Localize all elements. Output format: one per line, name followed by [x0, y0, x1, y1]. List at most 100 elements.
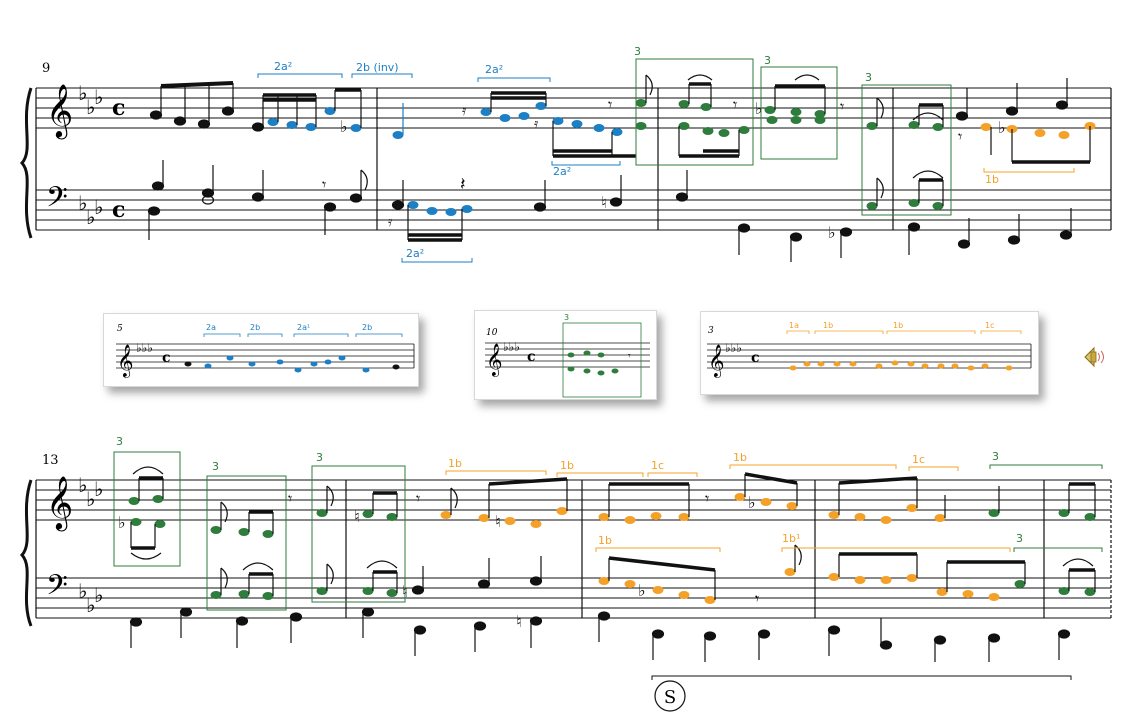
svg-text:♭: ♭: [94, 477, 103, 501]
label-3: 3: [865, 71, 872, 84]
svg-text:♭: ♭: [78, 81, 87, 105]
label-1b1: 1b¹: [782, 532, 800, 545]
speaker-icon[interactable]: [1082, 343, 1110, 371]
notes-m9-bass: 𝄾: [147, 160, 368, 240]
svg-text:♭: ♭: [748, 493, 756, 512]
bass-staff: [36, 577, 1111, 619]
notes-m9-treble: ♭: [149, 81, 362, 136]
motif-brackets: [113, 451, 1103, 680]
notes-m13: ♭ 𝄾: [118, 466, 334, 648]
svg-text:𝄾: 𝄾: [416, 489, 420, 508]
svg-text:𝄾: 𝄾: [733, 95, 737, 114]
excerpt-card-m5[interactable]: 5 𝄞 ♭♭♭ c 2a 2b 2a¹ 2b: [103, 313, 419, 387]
svg-text:♭: ♭: [78, 473, 87, 497]
svg-text:𝄞: 𝄞: [117, 344, 134, 378]
svg-text:♭: ♭: [998, 118, 1006, 137]
measure-number: 13: [42, 453, 59, 468]
label-3: 3: [992, 450, 999, 463]
svg-text:♭: ♭: [638, 581, 646, 600]
notes-m14: ♮ 𝄾 ♮ ♮ ♮: [354, 477, 568, 656]
svg-text:𝄾: 𝄾: [840, 97, 844, 116]
key-signature: ♭♭♭ ♭♭♭: [78, 81, 103, 229]
bass-clef: 𝄢: [46, 181, 68, 221]
label-1b: 1b: [823, 321, 833, 330]
svg-text:♭♭♭: ♭♭♭: [503, 340, 520, 354]
svg-text:♮: ♮: [516, 612, 522, 631]
svg-text:𝄾: 𝄾: [958, 127, 962, 146]
svg-text:c: c: [162, 350, 171, 366]
svg-text:♮: ♮: [354, 507, 360, 526]
excerpt-score: 3 𝄞 ♭♭♭ c 1a 1b 1b 1c: [707, 321, 1032, 378]
notes-m12: 𝄾 ♭: [907, 78, 1096, 255]
svg-text:♮: ♮: [495, 512, 501, 531]
svg-text:♭: ♭: [340, 117, 348, 136]
svg-text:𝄿: 𝄿: [388, 214, 393, 230]
label-2b: 2b: [362, 323, 372, 332]
label-1a: 1a: [789, 321, 799, 330]
notes-m17: [1057, 482, 1096, 660]
motif-brackets: [257, 58, 1075, 263]
time-signature: c: [112, 95, 125, 121]
label-3: 3: [634, 45, 641, 58]
notes-m15: 𝄾 ♭ ♭ 𝄾: [597, 472, 802, 662]
label-3: 3: [116, 435, 123, 448]
label-2a2: 2a²: [274, 60, 292, 73]
barlines: [35, 480, 1112, 618]
treble-clef: 𝄞: [46, 475, 73, 531]
measure-number: 5: [117, 324, 123, 334]
label-2a2: 2a²: [553, 165, 571, 178]
svg-text:♭: ♭: [86, 487, 95, 511]
bass-staff: [36, 189, 1111, 231]
svg-text:𝄿: 𝄿: [534, 116, 539, 132]
treble-staff: [36, 87, 1111, 129]
brace: [19, 87, 33, 239]
svg-text:𝄽: 𝄽: [460, 174, 466, 195]
treble-staff: [36, 479, 1111, 521]
label-1b: 1b: [560, 459, 574, 472]
svg-text:𝄾: 𝄾: [755, 589, 759, 608]
measure-number: 10: [486, 328, 498, 338]
excerpt-score: 10 𝄞 ♭♭♭ c 𝄾 3: [485, 313, 650, 398]
system-2: 13 𝄞 𝄢 ♭♭♭ ♭♭♭: [19, 435, 1112, 712]
label-1c: 1c: [985, 321, 995, 330]
label-3: 3: [1016, 532, 1023, 545]
label-1b: 1b: [985, 173, 999, 186]
label-2a2: 2a²: [485, 63, 503, 76]
svg-text:♭: ♭: [828, 223, 836, 242]
motif-labels: 2a² 2b (inv) 2a² 2a² 2a² 3 3 3 1b: [274, 45, 999, 260]
barlines: [35, 88, 1112, 230]
svg-text:c: c: [527, 349, 536, 365]
svg-text:♭: ♭: [94, 85, 103, 109]
label-3: 3: [212, 460, 219, 473]
svg-text:c: c: [751, 350, 760, 366]
label-2b-inv: 2b (inv): [356, 61, 399, 74]
svg-text:♭: ♭: [94, 583, 103, 607]
svg-text:♭: ♭: [118, 513, 126, 532]
bass-clef: 𝄢: [46, 569, 68, 609]
label-1b: 1b: [598, 534, 612, 547]
svg-text:♭: ♭: [78, 191, 87, 215]
svg-text:𝄿: 𝄿: [462, 103, 467, 119]
measure-number: 9: [42, 61, 50, 76]
svg-text:𝄾: 𝄾: [628, 351, 631, 362]
subject-symbol: [654, 680, 686, 712]
excerpt-card-m10[interactable]: 10 𝄞 ♭♭♭ c 𝄾 3: [474, 310, 657, 400]
label-1c: 1c: [912, 453, 925, 466]
label-2b: 2b: [250, 323, 260, 332]
label-2a2: 2a²: [406, 247, 424, 260]
motif-labels: 3 3 3 1b 1b 1c 1b 1c 3 1b 1b¹ 3: [116, 435, 1023, 547]
svg-text:𝄞: 𝄞: [708, 344, 725, 378]
measure-number: 3: [708, 326, 714, 336]
label-1b: 1b: [733, 451, 747, 464]
notes-m16: [827, 476, 1026, 662]
system-1: 9 𝄞 𝄢 ♭♭♭ ♭♭♭ c c: [19, 45, 1112, 263]
treble-clef: 𝄞: [46, 83, 73, 139]
svg-text:♭: ♭: [78, 579, 87, 603]
svg-text:♭: ♭: [755, 99, 763, 118]
excerpt-score: 5 𝄞 ♭♭♭ c 2a 2b 2a¹ 2b: [116, 323, 415, 378]
label-1b: 1b: [893, 321, 903, 330]
svg-text:♮: ♮: [601, 193, 607, 212]
excerpt-card-m3[interactable]: 3 𝄞 ♭♭♭ c 1a 1b 1b 1c: [700, 311, 1039, 395]
label-3: 3: [764, 54, 771, 67]
